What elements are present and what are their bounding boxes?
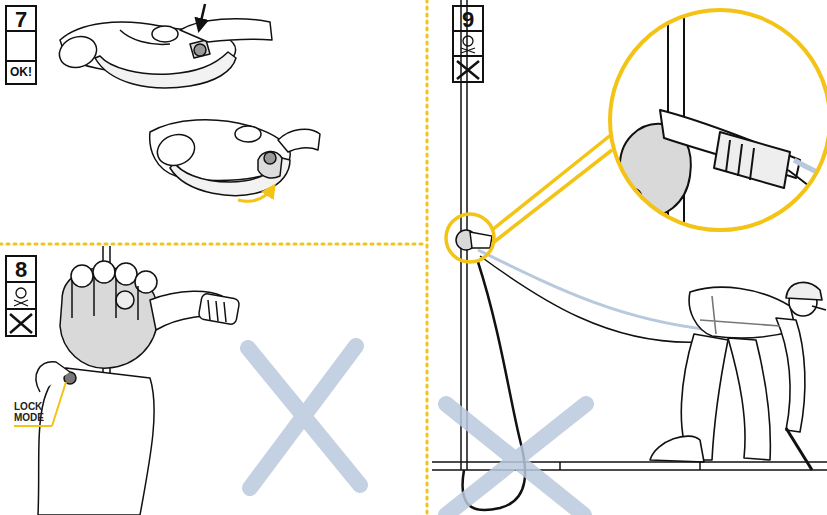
hand-device-turn xyxy=(258,151,282,178)
hand-holding-device xyxy=(72,276,138,320)
cross-symbol xyxy=(10,314,32,333)
lock-mode-leader xyxy=(52,382,66,426)
skull-symbol xyxy=(14,36,475,306)
forbidden-cross xyxy=(446,404,586,515)
hand-device-turn xyxy=(150,120,320,196)
magnifier xyxy=(494,150,612,242)
kneeling-worker xyxy=(786,428,812,470)
hand-device-press xyxy=(152,26,178,42)
skull-symbol xyxy=(461,48,475,53)
hand-device-turn xyxy=(150,120,291,181)
kneeling-worker xyxy=(728,338,770,460)
step-number-box: 9 xyxy=(452,5,484,83)
hand-device-press xyxy=(95,52,236,88)
hand-holding-device xyxy=(36,261,240,515)
step-number: 8 xyxy=(7,257,35,283)
step-verdict: OK! xyxy=(7,61,35,83)
hand-device-press xyxy=(120,30,170,44)
hand-device-turn xyxy=(153,129,199,170)
panel-divider xyxy=(426,0,429,515)
skull-symbol xyxy=(14,300,28,306)
forbidden-cross xyxy=(250,346,356,488)
cross-symbol xyxy=(10,314,32,333)
box-divider xyxy=(5,31,484,309)
forbidden-cross xyxy=(446,404,586,515)
hand-holding-device xyxy=(71,265,93,287)
mode-label: LOCK MODE xyxy=(14,401,58,423)
hand-device-turn xyxy=(278,129,320,152)
box-divider xyxy=(452,55,484,57)
lanyard xyxy=(480,256,700,342)
floor-beam xyxy=(432,462,827,470)
hand-device-press xyxy=(190,40,210,58)
skull-symbol xyxy=(461,48,475,53)
skull-symbol xyxy=(16,288,26,298)
panel-divider xyxy=(0,243,427,246)
hand-holding-device xyxy=(198,293,240,325)
magnifier xyxy=(492,134,612,230)
magnifier xyxy=(446,134,612,262)
hand-holding-device xyxy=(208,300,226,322)
magnifier-lens xyxy=(610,10,827,230)
kneeling-worker xyxy=(812,306,826,310)
hand-holding-device xyxy=(115,263,137,285)
step-number: 9 xyxy=(454,7,482,33)
hand-holding-device xyxy=(116,291,134,309)
press-arrow xyxy=(199,4,205,30)
hand-device-press xyxy=(194,44,206,56)
device-on-rope xyxy=(470,232,492,248)
hand-device-press xyxy=(55,19,272,88)
hand-holding-device xyxy=(93,261,115,283)
lock-mode-leader xyxy=(14,382,66,426)
hand-device-turn xyxy=(235,126,261,142)
magnified-device xyxy=(610,0,827,240)
lanyard xyxy=(478,250,712,330)
hand-device-press xyxy=(55,31,101,72)
hand-holding-device xyxy=(38,368,154,515)
lock-mode-leader xyxy=(14,425,52,427)
panel-divider xyxy=(0,0,427,515)
kneeling-worker xyxy=(650,436,704,462)
device-on-rope xyxy=(456,230,492,250)
step-number: 7 xyxy=(7,7,35,33)
skull-symbol xyxy=(14,300,28,306)
floor-beam xyxy=(432,461,827,463)
skull-symbol xyxy=(463,36,473,46)
box-divider xyxy=(5,308,37,310)
turn-arrow xyxy=(238,186,274,201)
kneeling-worker xyxy=(776,318,805,432)
floor-beam xyxy=(559,462,561,470)
kneeling-worker xyxy=(786,282,822,300)
forbidden-cross xyxy=(248,346,360,488)
magnified-device xyxy=(726,140,754,180)
floor-beam xyxy=(699,462,701,470)
hand-device-press xyxy=(180,19,272,42)
kneeling-worker xyxy=(700,296,780,334)
magnified-device xyxy=(610,0,827,240)
magnified-device xyxy=(714,132,790,188)
kneeling-worker xyxy=(650,282,826,470)
step-number-box: 8 xyxy=(5,255,37,337)
step-number-box: 7OK! xyxy=(5,5,37,85)
magnifier xyxy=(446,214,494,262)
hand-device-turn xyxy=(264,152,276,164)
box-divider xyxy=(5,60,37,62)
